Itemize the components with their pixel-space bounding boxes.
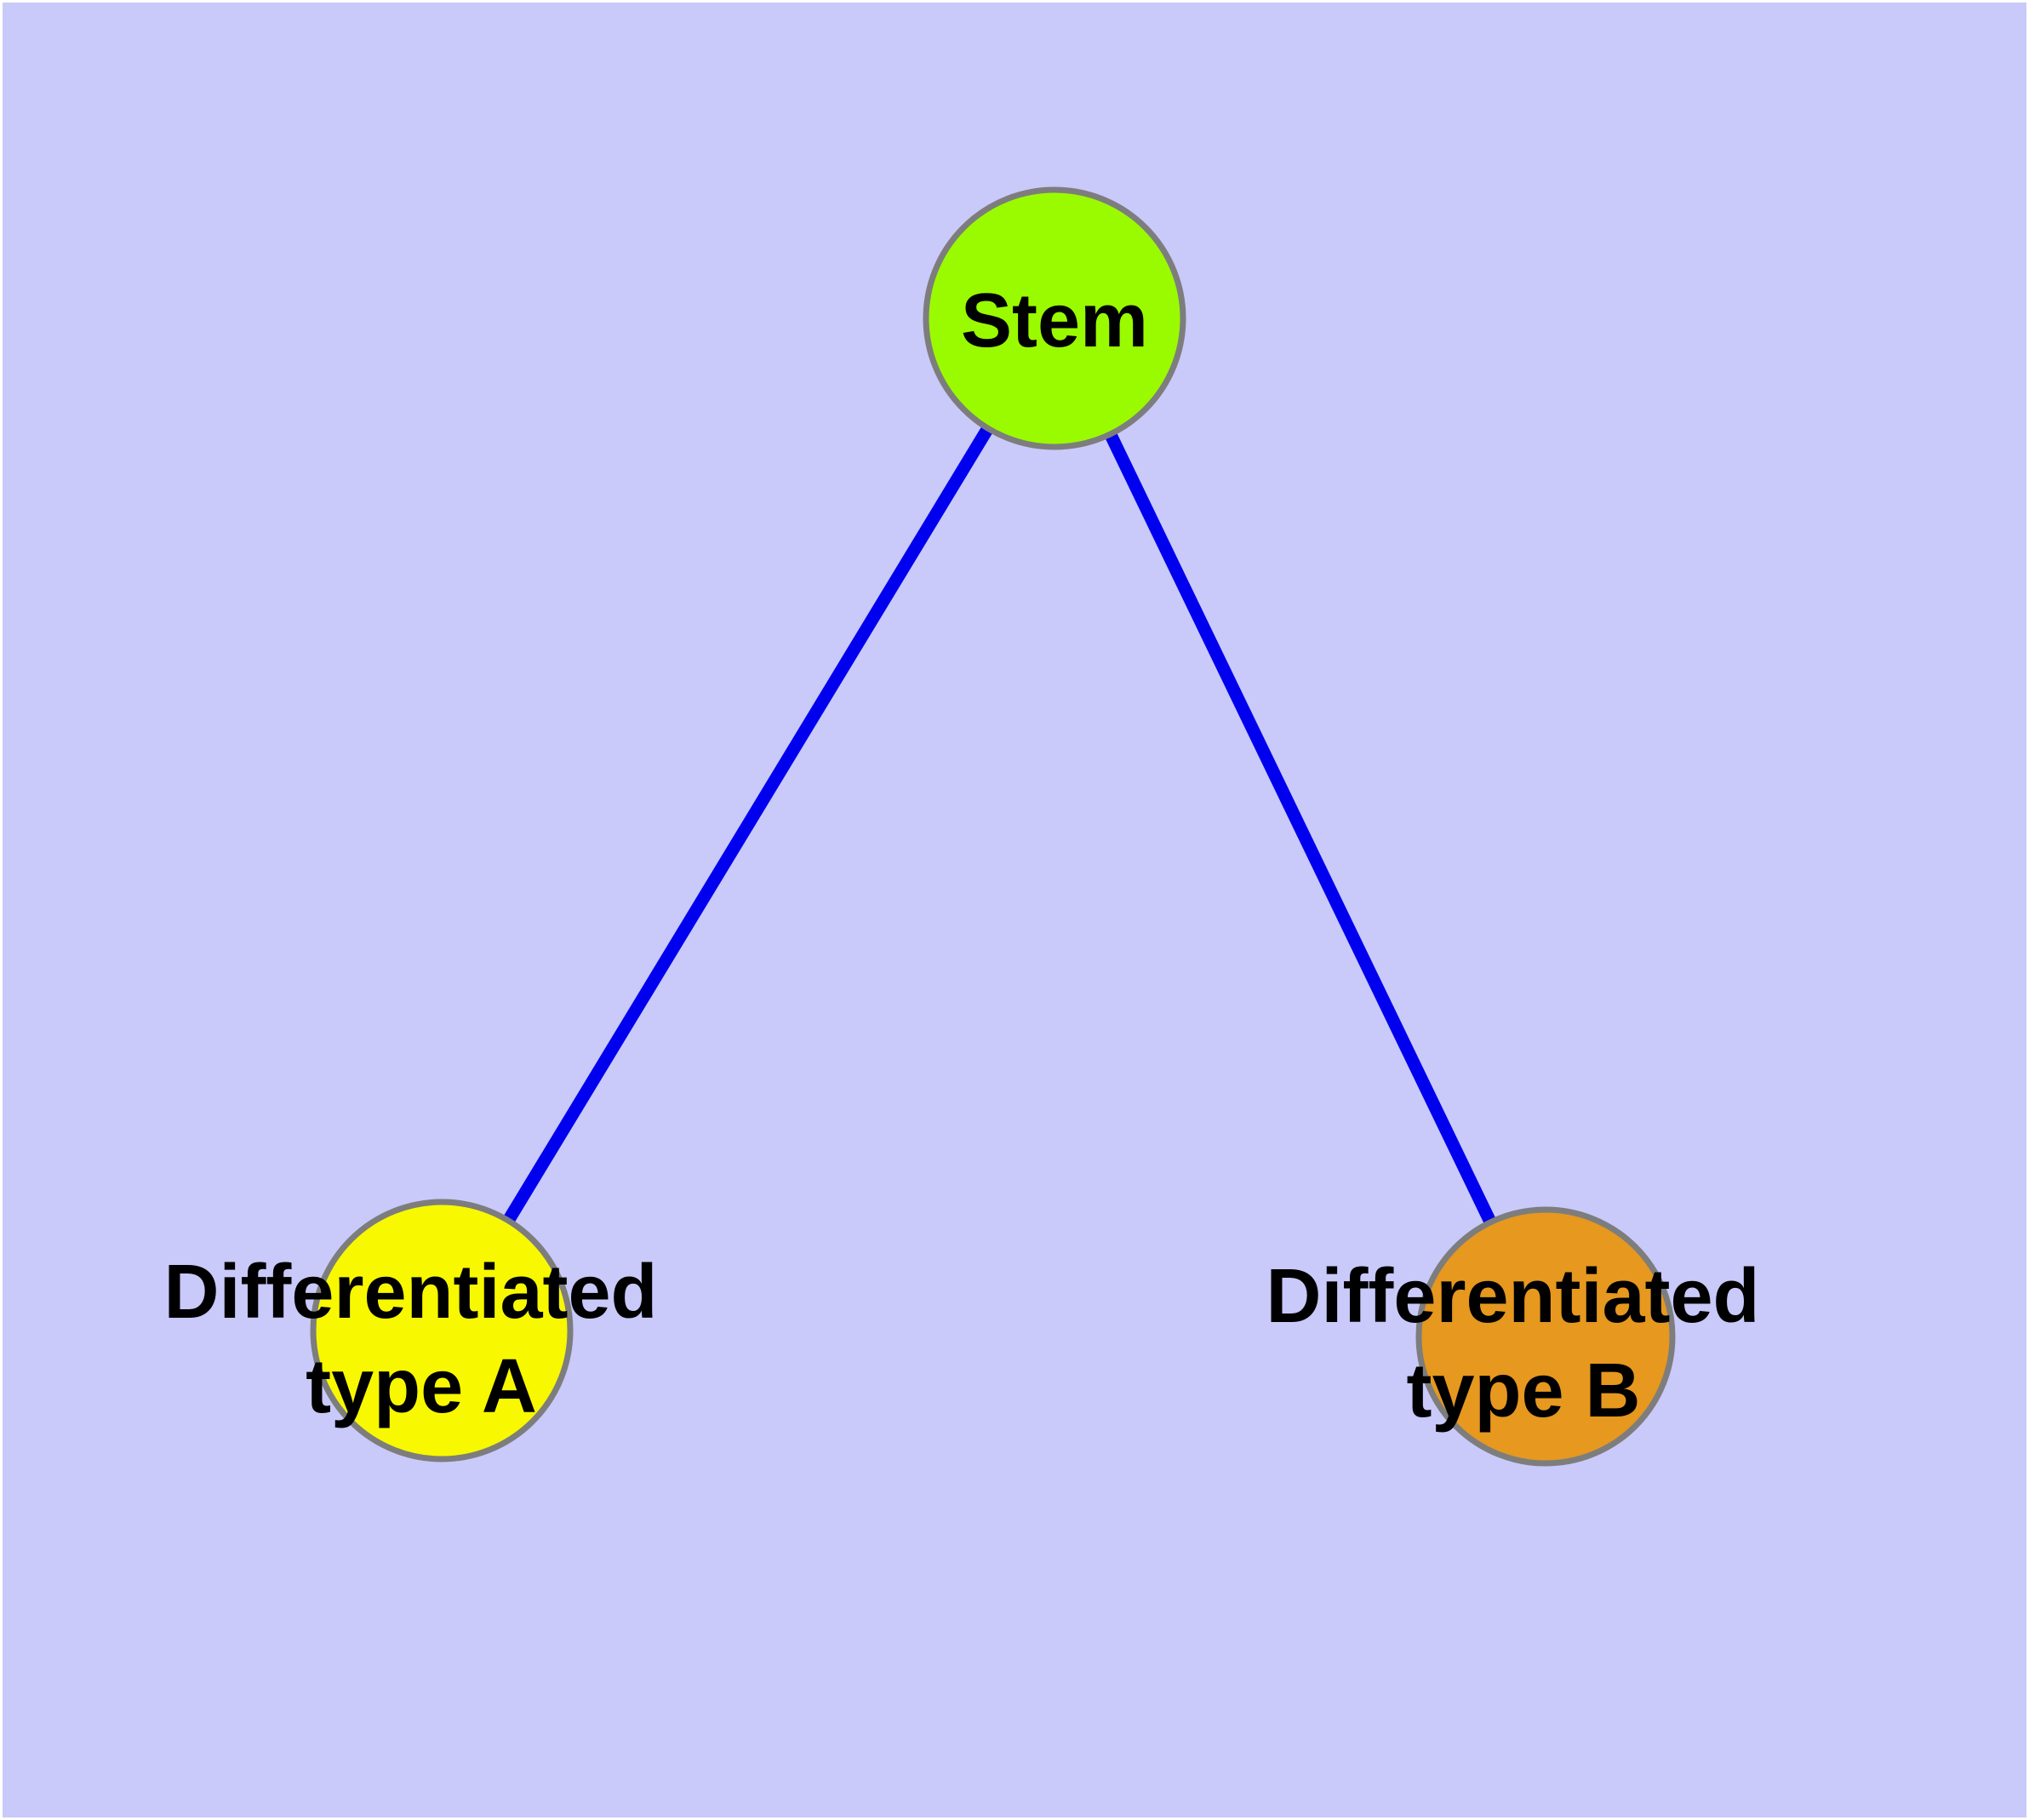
node-type-a-label-line2: type A	[306, 1344, 537, 1429]
node-type-a-label-line1: Differentiated	[163, 1250, 657, 1335]
node-type-b-label: Differentiated type B	[1266, 1254, 1780, 1434]
node-stem	[923, 186, 1186, 450]
node-type-b-label-line2: type B	[1406, 1348, 1640, 1434]
edge-stem-to-type-a	[436, 315, 1060, 1334]
node-type-b-label-line1: Differentiated	[1266, 1254, 1759, 1339]
edge-stem-to-type-b	[1049, 315, 1552, 1340]
node-type-a-label: Differentiated type A	[163, 1250, 678, 1429]
node-differentiated-type-b	[1415, 1206, 1676, 1467]
node-stem-label: Stem	[961, 278, 1148, 363]
node-differentiated-type-a	[310, 1199, 574, 1462]
